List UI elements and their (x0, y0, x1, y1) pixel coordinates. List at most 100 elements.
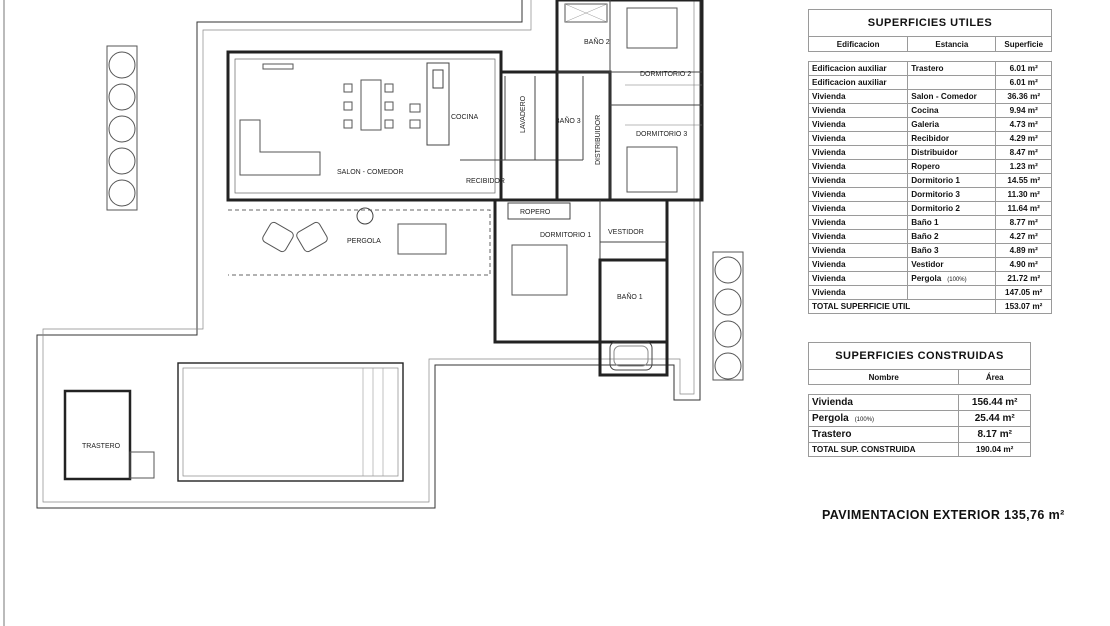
edificacion-cell: Vivienda (807, 187, 909, 202)
estancia-name: Galeria (911, 120, 940, 129)
edificacion-cell: Vivienda (807, 215, 909, 230)
header-estancia: Estancia (907, 36, 997, 52)
estancia-name: Pergola (911, 274, 942, 283)
superficies-utiles-table: SUPERFICIES UTILES Edificacion Estancia … (807, 9, 1052, 314)
total-util-label: TOTAL SUPERFICIE UTIL (807, 299, 997, 314)
header-area: Área (958, 369, 1031, 385)
wing-s-walls (493, 198, 669, 344)
header-superficie: Superficie (995, 36, 1052, 52)
room-label-pergola: PERGOLA (347, 238, 381, 245)
edificacion-cell: Vivienda (807, 89, 909, 104)
total-util-value: 153.07 m² (995, 299, 1052, 314)
superficie-cell: 36.36 m² (995, 89, 1052, 104)
edificacion-cell: Edificacion auxiliar (807, 75, 909, 90)
estancia-cell: Vestidor (907, 257, 997, 272)
edificacion-cell: Vivienda (807, 117, 909, 132)
construidas-total-row: TOTAL SUP. CONSTRUIDA 190.04 m² (807, 442, 1031, 457)
header-nombre: Nombre (807, 369, 960, 385)
edificacion-cell: Vivienda (807, 173, 909, 188)
estancia-name: Salon - Comedor (911, 92, 977, 101)
edificacion-cell: Vivienda (807, 159, 909, 174)
table-row: Edificacion auxiliar 6.01 m² (807, 75, 1052, 90)
edificacion-cell: Vivienda (807, 201, 909, 216)
edificacion-cell: Vivienda (807, 103, 909, 118)
table-row: Pergola(100%)25.44 m² (807, 410, 1031, 427)
nombre-cell: Pergola(100%) (807, 410, 960, 427)
room-label-recibidor: RECIBIDOR (466, 178, 505, 185)
superficie-cell: 9.94 m² (995, 103, 1052, 118)
superficie-cell: 8.77 m² (995, 215, 1052, 230)
edificacion-cell: Edificacion auxiliar (807, 61, 909, 76)
plot-outline (36, 0, 701, 509)
pavimentacion-exterior: PAVIMENTACION EXTERIOR 135,76 m² (822, 508, 1065, 522)
room-label-dormitorio2: DORMITORIO 2 (640, 71, 691, 78)
total-construida-value: 190.04 m² (958, 442, 1031, 457)
estancia-cell: Pergola (100%) (907, 271, 997, 286)
room-label-distribuidor: DISTRIBUIDOR (595, 115, 602, 165)
edificacion-cell: Vivienda (807, 131, 909, 146)
superficie-cell: 21.72 m² (995, 271, 1052, 286)
estancia-name: Trastero (911, 64, 944, 73)
room-label-cocina: COCINA (451, 114, 479, 121)
percentage-note: (100%) (947, 277, 967, 283)
superficie-cell: 11.30 m² (995, 187, 1052, 202)
estancia-cell: Ropero (907, 159, 997, 174)
pool (177, 362, 404, 482)
room-label-bano1: BAÑO 1 (617, 292, 643, 301)
estancia-name: Vestidor (911, 260, 944, 269)
room-label-vestidor: VESTIDOR (608, 229, 644, 236)
estancia-cell: Cocina (907, 103, 997, 118)
area-cell: 8.17 m² (958, 426, 1031, 443)
room-label-dormitorio1: DORMITORIO 1 (540, 232, 591, 239)
edificacion-cell: Vivienda (807, 229, 909, 244)
trastero-walls (63, 389, 132, 481)
utiles-total-row: TOTAL SUPERFICIE UTIL 153.07 m² (807, 299, 1052, 314)
edificacion-cell: Vivienda (807, 271, 909, 286)
superficie-cell: 1.23 m² (995, 159, 1052, 174)
estancia-cell: Dormitorio 2 (907, 201, 997, 216)
total-construida-label: TOTAL SUP. CONSTRUIDA (807, 442, 960, 457)
room-label-salon-comedor: SALON - COMEDOR (337, 169, 404, 176)
estancia-cell: Baño 1 (907, 215, 997, 230)
room-label-bano3: BAÑO 3 (555, 116, 581, 125)
edificacion-cell: Vivienda (807, 145, 909, 160)
room-label-ropero: ROPERO (520, 209, 551, 216)
nombre-cell: Trastero (807, 426, 960, 443)
estancia-name: Recibidor (911, 134, 950, 143)
percentage-note: (100%) (854, 417, 875, 423)
room-label-bano2: BAÑO 2 (584, 37, 610, 46)
estancia-cell: Baño 2 (907, 229, 997, 244)
estancia-cell: Galeria (907, 117, 997, 132)
estancia-cell: Baño 3 (907, 243, 997, 258)
nombre-cell: Vivienda (807, 394, 960, 411)
utiles-subtotal-row: Vivienda 147.05 m² (807, 285, 1052, 300)
estancia-cell: Recibidor (907, 131, 997, 146)
pergola-outline (228, 209, 491, 276)
superficie-cell: 8.47 m² (995, 145, 1052, 160)
estancia-cell: Trastero (907, 61, 997, 76)
superficie-cell: 14.55 m² (995, 173, 1052, 188)
estancia-name: Baño 1 (911, 218, 939, 227)
nombre-text: Trastero (812, 429, 852, 440)
superficie-cell: 6.01 m² (995, 75, 1052, 90)
estancia-name: Dormitorio 1 (911, 176, 960, 185)
floor-plan: BAÑO 2 DORMITORIO 2 COCINA LAVADERO BAÑO… (3, 0, 744, 626)
header-edificacion: Edificacion (807, 36, 909, 52)
superficie-cell: 4.27 m² (995, 229, 1052, 244)
edificacion-cell: Vivienda (807, 257, 909, 272)
superficie-cell: 11.64 m² (995, 201, 1052, 216)
estancia-name: Ropero (911, 162, 940, 171)
